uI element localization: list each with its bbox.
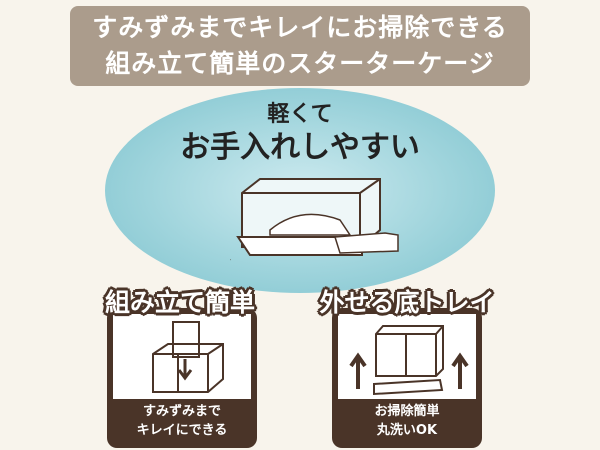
up-arrow-icon	[349, 352, 367, 389]
up-arrow-icon	[451, 352, 469, 389]
tray-title: 外せる底トレイ	[319, 288, 495, 317]
tray-caption-2: 丸洗いOK	[376, 423, 438, 438]
assembly-illustration	[113, 314, 251, 399]
tray-caption-1: お掃除簡単	[374, 404, 440, 419]
banner-line-1: すみずみまでキレイにお掃除できる	[92, 13, 508, 42]
hero-heading-large: お手入れしやすい	[180, 130, 420, 165]
feature-panel-assembly: すみずみまで キレイにできる	[107, 308, 257, 448]
assembly-cage-icon	[152, 321, 224, 393]
feature-panel-tray: お掃除簡単 丸洗いOK	[332, 308, 482, 448]
assembly-caption-1: すみずみまで	[142, 404, 221, 419]
tray-cage-icon	[349, 325, 469, 396]
assembly-caption-2: キレイにできる	[136, 423, 228, 438]
assembly-title: 組み立て簡単	[104, 288, 255, 317]
top-banner: すみずみまでキレイにお掃除できる 組み立て簡単のスターターケージ	[70, 6, 530, 86]
hero-heading-small: 軽くて	[267, 102, 333, 127]
tray-illustration	[338, 314, 476, 399]
cage-illustration	[230, 178, 399, 261]
banner-line-2: 組み立て簡単のスターターケージ	[105, 49, 495, 78]
